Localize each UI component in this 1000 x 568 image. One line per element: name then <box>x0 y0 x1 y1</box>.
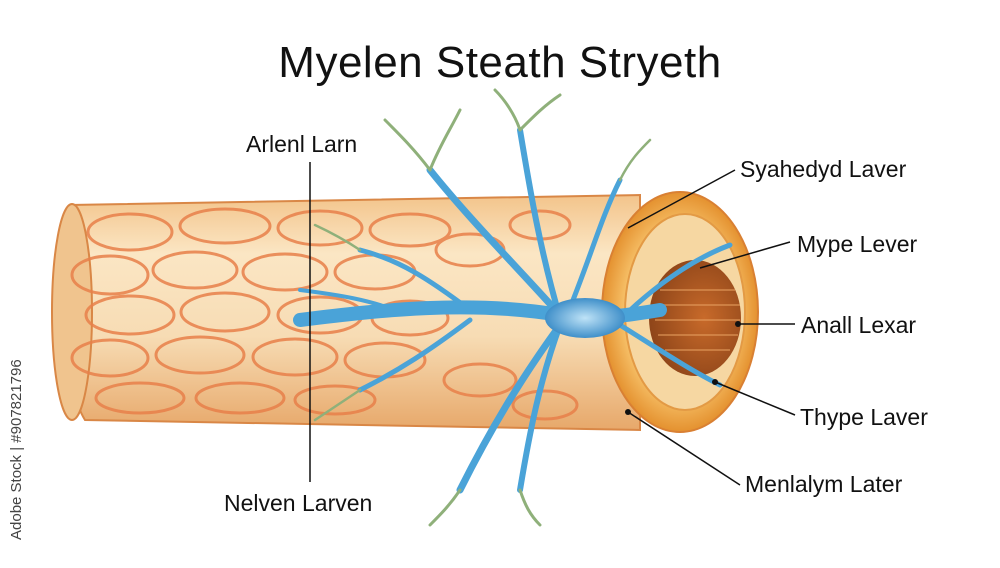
sheath-left-end <box>51 203 93 421</box>
stock-watermark: Adobe Stock | #907821796 <box>8 359 25 540</box>
leader-right-5 <box>627 411 741 486</box>
label-anall-lexar: Anall Lexar <box>801 312 917 338</box>
label-menlalym-later: Menlalym Later <box>745 471 903 497</box>
nerve-branches <box>293 88 733 527</box>
leader-lines <box>309 162 796 486</box>
leader-right-2 <box>699 241 791 269</box>
leader-right-4 <box>714 381 796 416</box>
label-arlenl-larn: Arlenl Larn <box>246 131 358 157</box>
label-syahedyd-laver: Syahedyd Laver <box>740 156 907 182</box>
leader-dots <box>625 321 741 415</box>
cell-pattern <box>70 207 579 421</box>
label-nelven-larven: Nelven Larven <box>224 490 373 516</box>
label-mype-lever: Mype Lever <box>797 231 918 257</box>
nerve-cell-body <box>545 298 625 338</box>
label-thype-laver: Thype Laver <box>800 404 928 430</box>
axon-fibers <box>655 289 740 351</box>
diagram-title: Myelen Steath Stryeth <box>278 38 722 87</box>
leader-right-1 <box>627 169 736 229</box>
axon-core <box>649 260 741 376</box>
